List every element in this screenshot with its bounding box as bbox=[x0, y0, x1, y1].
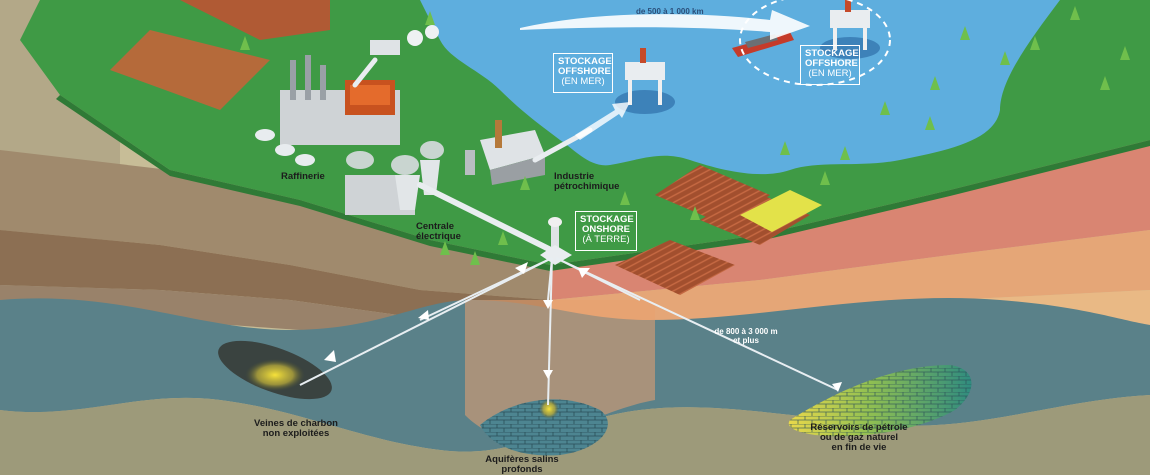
sea bbox=[420, 0, 1060, 175]
central-section bbox=[465, 300, 655, 440]
ship-illustration bbox=[732, 32, 794, 57]
label-centrale: Centrale électrique bbox=[416, 222, 461, 242]
injection-arrowheads bbox=[324, 262, 842, 392]
box-offshore-1: STOCKAGE OFFSHORE (EN MER) bbox=[553, 53, 613, 93]
injection-lines bbox=[299, 257, 839, 406]
offshore-platform-1 bbox=[615, 48, 675, 114]
label-industrie: Industrie pétrochimique bbox=[554, 172, 619, 192]
pipeline-surface bbox=[417, 182, 558, 255]
box-onshore-line1: STOCKAGE bbox=[580, 214, 634, 225]
trees bbox=[240, 6, 1130, 265]
distance-sea: de 500 à 1 000 km bbox=[636, 7, 704, 16]
distance-depth: de 800 à 3 000 m et plus bbox=[706, 327, 786, 345]
field-yellow bbox=[740, 190, 822, 232]
label-charbon-line1: Veines de charbon bbox=[254, 418, 338, 429]
pipeline-refinery bbox=[352, 57, 378, 88]
box-onshore-line3: (À TERRE) bbox=[582, 234, 630, 245]
pipeline-sea-arrow bbox=[575, 102, 630, 140]
box-offshore-2-line2: OFFSHORE bbox=[805, 58, 858, 69]
field-left bbox=[110, 30, 270, 110]
label-aquiferes-line2: profonds bbox=[501, 464, 543, 475]
refinery-illustration bbox=[255, 25, 439, 166]
label-centrale-line1: Centrale bbox=[416, 221, 455, 232]
label-reservoirs-line3: en fin de vie bbox=[831, 442, 887, 453]
power-plant-illustration bbox=[345, 141, 444, 215]
box-offshore-1-line2: OFFSHORE bbox=[558, 66, 611, 77]
box-offshore-1-line1: STOCKAGE bbox=[558, 56, 612, 67]
label-aquiferes-line1: Aquifères salins bbox=[485, 454, 559, 465]
offshore-platform-2 bbox=[820, 0, 880, 59]
label-reservoirs-line2: ou de gaz naturel bbox=[819, 432, 899, 443]
distance-sea-text: de 500 à 1 000 km bbox=[636, 7, 704, 16]
box-offshore-2-line1: STOCKAGE bbox=[805, 48, 859, 59]
label-charbon-line2: non exploitées bbox=[262, 428, 330, 439]
field-top-left bbox=[180, 0, 330, 40]
label-aquiferes: Aquifères salins profonds bbox=[472, 455, 572, 475]
box-onshore: STOCKAGE ONSHORE (À TERRE) bbox=[575, 211, 637, 251]
label-industrie-line2: pétrochimique bbox=[554, 181, 620, 192]
box-offshore-1-line3: (EN MER) bbox=[561, 76, 605, 87]
box-offshore-2: STOCKAGE OFFSHORE (EN MER) bbox=[800, 45, 860, 85]
coal-glow bbox=[245, 359, 305, 391]
aquifer-glow bbox=[539, 399, 559, 419]
label-industrie-line1: Industrie bbox=[554, 171, 595, 182]
label-reservoirs: Réservoirs de pétrole ou de gaz naturel … bbox=[794, 423, 924, 453]
label-raffinerie: Raffinerie bbox=[281, 172, 325, 182]
label-raffinerie-text: Raffinerie bbox=[281, 171, 325, 182]
box-onshore-line2: ONSHORE bbox=[581, 224, 631, 235]
box-offshore-2-line3: (EN MER) bbox=[808, 68, 852, 79]
label-reservoirs-line1: Réservoirs de pétrole bbox=[810, 422, 908, 433]
petrochemical-illustration bbox=[465, 120, 545, 185]
sea-route-arrow bbox=[520, 10, 810, 40]
distance-depth-line2: et plus bbox=[733, 336, 759, 345]
distance-depth-line1: de 800 à 3 000 m bbox=[714, 327, 778, 336]
label-charbon: Veines de charbon non exploitées bbox=[240, 419, 352, 439]
dashed-route-circle bbox=[739, 0, 891, 86]
field-right-3 bbox=[615, 240, 735, 295]
label-centrale-line2: électrique bbox=[416, 231, 461, 242]
